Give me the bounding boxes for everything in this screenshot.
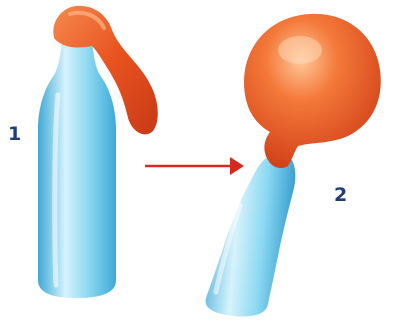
step-2-label: 2 — [334, 184, 347, 206]
arrow-right-icon — [145, 157, 244, 175]
inflated-balloon — [244, 14, 381, 168]
bottle-1 — [38, 40, 116, 298]
step-1-label: 1 — [8, 123, 21, 145]
bottle-2 — [206, 158, 296, 317]
